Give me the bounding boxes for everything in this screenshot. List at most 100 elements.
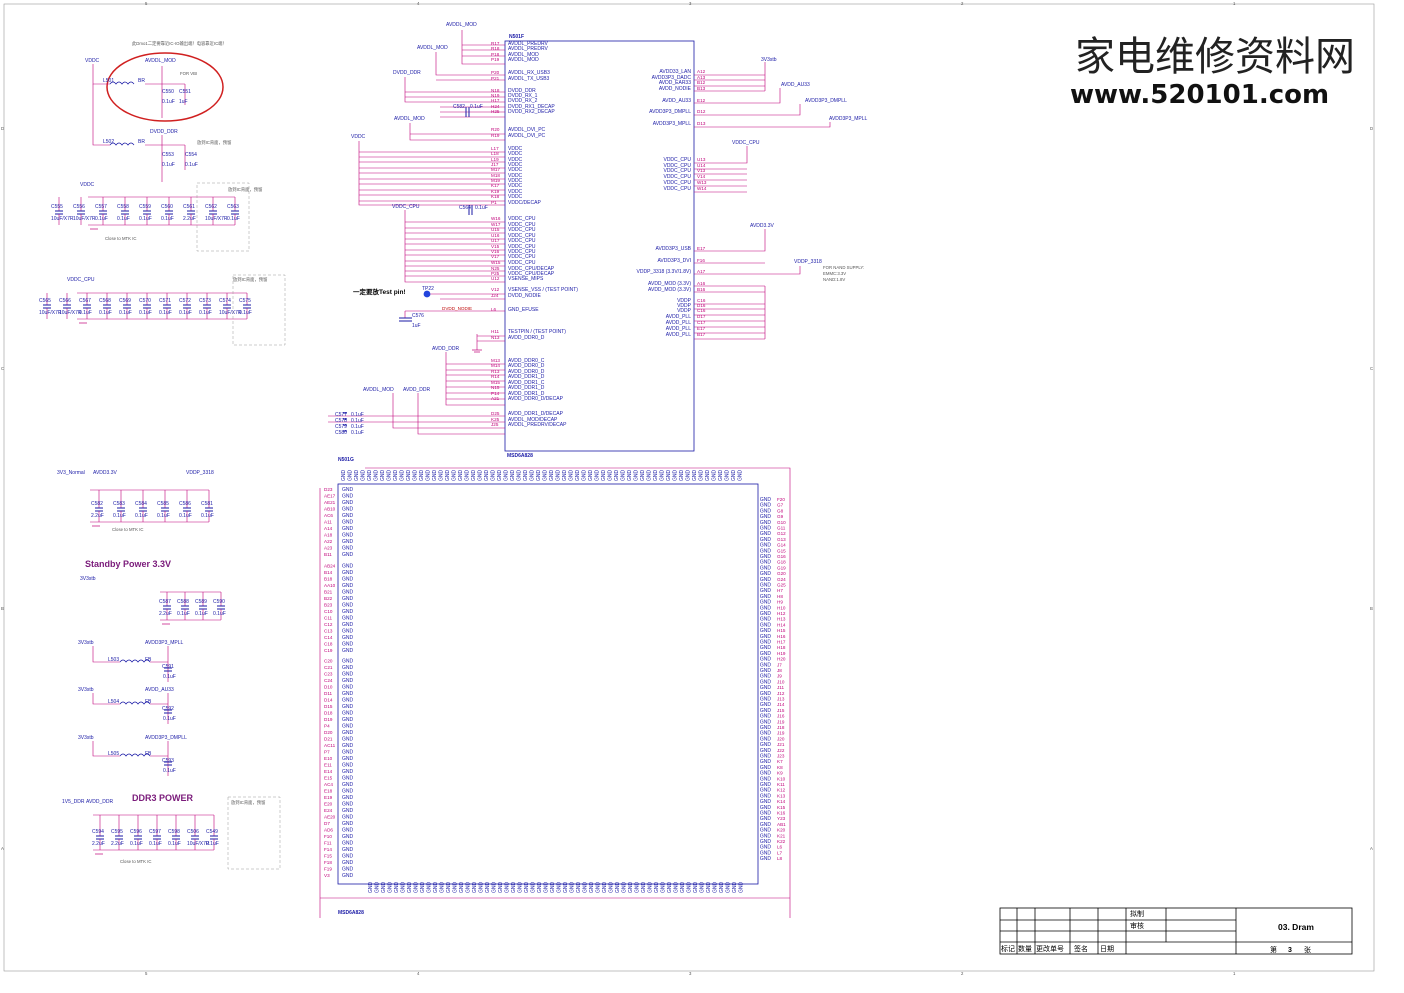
gnd-pin-label: GND [686, 470, 692, 482]
net-vddc: VDDC [351, 134, 366, 140]
cap-ref: C572 [179, 298, 191, 304]
gnd-pin-label: GND [712, 470, 718, 482]
gnd-pin-number: J21 [777, 742, 785, 747]
net-dvdd-ddr-left: DVDD_DDR [150, 129, 178, 135]
fb-wire [92, 693, 169, 724]
cap-value: 0.1uF [168, 841, 181, 847]
cap-value: 2.2uF [91, 513, 104, 519]
pin-label: VSENSE_MIPS [508, 276, 544, 282]
pin-label: VDDC [508, 189, 523, 195]
gnd-pin-number: AE20 [324, 815, 336, 820]
pin-label: AVDD_DDR1_C [508, 380, 545, 386]
gnd-pin-number: A23 [324, 546, 333, 551]
gnd-pin-label: GND [387, 470, 393, 482]
gnd-pin-label: GND [523, 470, 529, 482]
gnd-pin-label: GND [342, 730, 354, 736]
gnd-pin-label: GND [760, 822, 772, 828]
gnd-pin-label: GND [692, 470, 698, 482]
gnd-pin-label: GND [674, 882, 680, 894]
net-3v3stb: 3V3stb [761, 57, 777, 63]
decap-ref: C579 [335, 424, 347, 430]
gnd-pin-label: GND [342, 808, 354, 814]
ic-back-note-2: 放到IC背面，预留 [228, 186, 262, 193]
gnd-pin-label: GND [601, 470, 607, 482]
pin-label: VDDC_CPU [508, 260, 536, 266]
pin-number: P14 [491, 391, 500, 396]
gnd-pin-label: GND [342, 533, 354, 539]
gnd-pin-label: GND [342, 873, 354, 879]
l501-label: L501 [103, 78, 114, 84]
gnd-pin-label: GND [342, 737, 354, 743]
l501-value: BR [138, 78, 145, 84]
gnd-pin-number: D15 [324, 704, 333, 709]
gnd-pin-label: GND [393, 470, 399, 482]
gnd-pin-number: G7 [777, 503, 784, 508]
gnd-pin-label: GND [760, 816, 772, 822]
gnd-pin-label: GND [419, 470, 425, 482]
pin-label: AVDD_DDR1_D [508, 374, 545, 380]
gnd-pin-label: GND [368, 882, 374, 894]
gnd-pin-label: GND [465, 470, 471, 482]
cap-value: 0.1uF [157, 513, 170, 519]
cap-ref: C566 [59, 298, 71, 304]
net-avdd3p3-dmpll: AVDD3P3_DMPLL [805, 98, 847, 104]
decap-ref: C580 [335, 430, 347, 436]
gnd-pin-label: GND [342, 763, 354, 769]
pin-label: AVDD_DDR1_D [508, 391, 545, 397]
cap-ref: C556 [73, 204, 85, 210]
frame-col-label: 5 [145, 1, 148, 6]
pin-number: K17 [491, 183, 500, 188]
gnd-pin-number: P7 [324, 750, 330, 755]
pin-number: D13 [697, 121, 706, 126]
cap-value: 0.1uF [199, 310, 212, 316]
test-point-icon[interactable] [423, 290, 431, 298]
nand-note-1: FOR NAND SUPPLY: [823, 265, 864, 270]
gnd-pin-label: GND [497, 470, 503, 482]
pin-label: VDDC_CPU [508, 216, 536, 222]
test-pin-note: 一定要放Test pin! [353, 287, 406, 296]
pin-number: P1 [491, 200, 497, 205]
gnd-pin-label: GND [760, 736, 772, 742]
pin-number: P20 [491, 70, 500, 75]
pin-label: AVDD_PLL [666, 320, 691, 326]
gnd-pin-label: GND [760, 657, 772, 663]
gnd-pin-number: D10 [324, 685, 333, 690]
gnd-pin-label: GND [440, 882, 446, 894]
gnd-pin-number: F10 [324, 834, 332, 839]
gnd-pin-label: GND [544, 882, 550, 894]
pin-label: DVDD_RX1_DECAP [508, 104, 555, 110]
cap-ref: C589 [195, 599, 207, 605]
nand-note-3: NAND:1.8V [823, 277, 845, 282]
net-avdd-ddr-2: AVDD_DDR [403, 387, 431, 393]
cap-ref: C594 [92, 829, 104, 835]
frame-row-label: C [1, 366, 4, 371]
gnd-pin-label: GND [342, 635, 354, 641]
gnd-pin-label: GND [380, 470, 386, 482]
net-avdd33-left: AVDD3.3V [93, 470, 117, 476]
gnd-pin-label: GND [342, 834, 354, 840]
c550-value: 0.1uF [162, 99, 175, 105]
gnd-pin-number: B11 [324, 552, 332, 557]
gnd-pin-label: GND [342, 583, 354, 589]
c554-label: C554 [185, 152, 197, 158]
c564-label: C564 [459, 205, 471, 211]
gnd-pin-number: K16 [777, 811, 786, 816]
gnd-pin-label: GND [342, 691, 354, 697]
pin-label: AVDD_AU33 [662, 98, 691, 104]
gnd-pin-label: GND [484, 470, 490, 482]
pin-label: AVDD_DDR1_D/DECAP [508, 411, 564, 417]
gnd-pin-label: GND [491, 470, 497, 482]
pin-label: AVDD_PLL [666, 332, 691, 338]
cap-ref: C590 [213, 599, 225, 605]
pin-number: K18 [491, 194, 500, 199]
pin-label: VDDC [508, 151, 523, 157]
gnd-pin-label: GND [666, 470, 672, 482]
inductor-symbol [119, 659, 151, 663]
cap-ref: C569 [119, 298, 131, 304]
cap-ref: C584 [135, 501, 147, 507]
gnd-pin-label: GND [739, 882, 745, 894]
gnd-pin-label: GND [726, 882, 732, 894]
frame-col-label: 1 [1233, 1, 1236, 6]
